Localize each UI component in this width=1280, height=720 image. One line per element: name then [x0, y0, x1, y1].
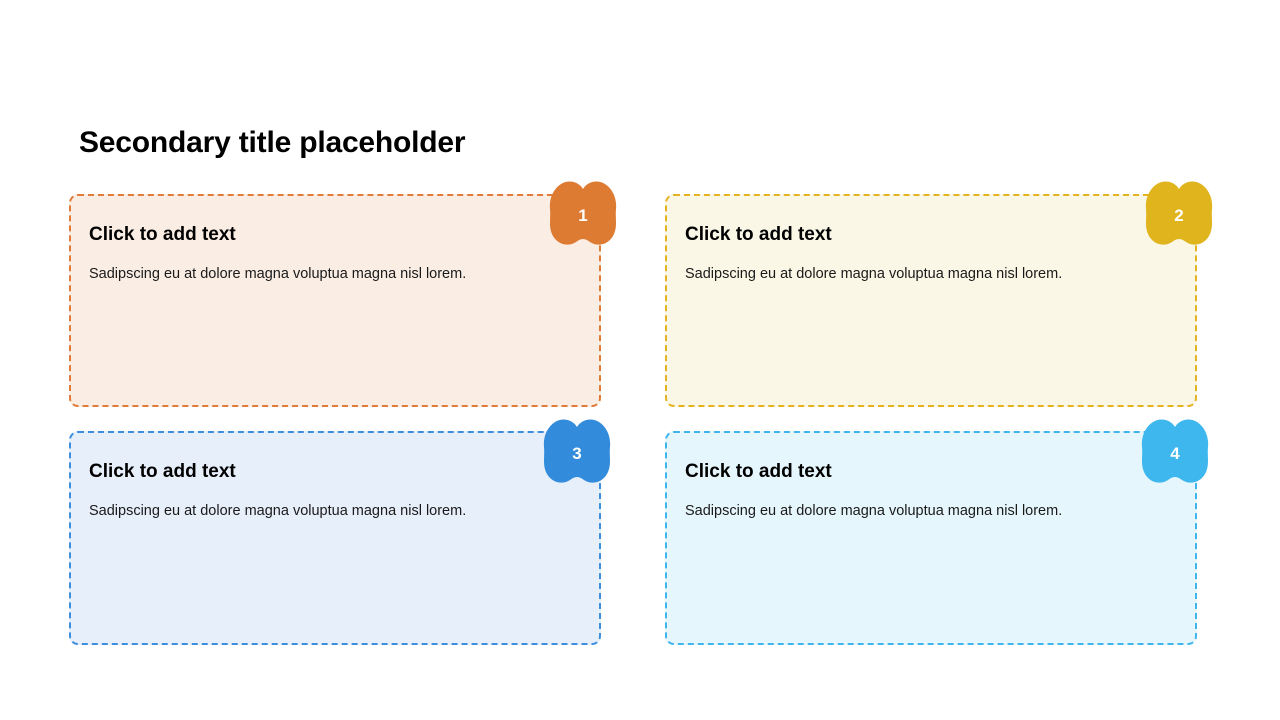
page-title: Secondary title placeholder	[79, 126, 466, 159]
content-card-1[interactable]: Click to add text Sadipscing eu at dolor…	[69, 194, 601, 407]
content-card-4[interactable]: Click to add text Sadipscing eu at dolor…	[665, 431, 1197, 645]
card-title-3[interactable]: Click to add text	[89, 461, 236, 482]
blob-icon	[1141, 419, 1209, 483]
content-card-3[interactable]: Click to add text Sadipscing eu at dolor…	[69, 431, 601, 645]
card-badge-number-2: 2	[1174, 206, 1184, 225]
card-badge-number-3: 3	[572, 444, 582, 463]
card-badge-4: 4	[1139, 419, 1211, 485]
card-title-2[interactable]: Click to add text	[685, 224, 832, 245]
card-title-1[interactable]: Click to add text	[89, 224, 236, 245]
blob-icon	[543, 419, 611, 483]
content-card-2[interactable]: Click to add text Sadipscing eu at dolor…	[665, 194, 1197, 407]
blob-icon	[549, 181, 617, 245]
card-badge-number-1: 1	[578, 206, 588, 225]
card-badge-3: 3	[541, 419, 613, 485]
card-title-4[interactable]: Click to add text	[685, 461, 832, 482]
card-body-4[interactable]: Sadipscing eu at dolore magna voluptua m…	[685, 503, 1063, 519]
card-body-2[interactable]: Sadipscing eu at dolore magna voluptua m…	[685, 266, 1063, 282]
card-badge-1: 1	[547, 181, 619, 247]
card-badge-number-4: 4	[1170, 444, 1180, 463]
card-body-3[interactable]: Sadipscing eu at dolore magna voluptua m…	[89, 503, 467, 519]
card-badge-2: 2	[1143, 181, 1215, 247]
card-body-1[interactable]: Sadipscing eu at dolore magna voluptua m…	[89, 266, 467, 282]
blob-icon	[1145, 181, 1213, 245]
